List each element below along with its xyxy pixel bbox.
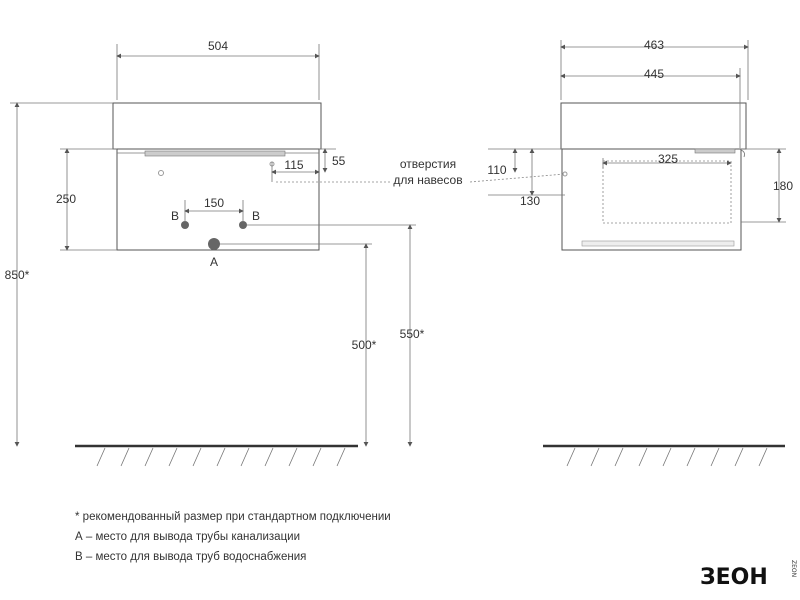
side-drawer-bottom: [581, 240, 735, 247]
note-line-2: А – место для вывода трубы канализации: [75, 531, 300, 543]
holes-note-line1: отверстия: [400, 157, 456, 171]
pipe-b-left-label: B: [171, 209, 179, 223]
side-handle: [694, 148, 736, 154]
front-cabinet: [116, 148, 320, 251]
dim-hole-bottom-130: 130: [520, 194, 540, 208]
dim-hole-offset-55: 55: [332, 154, 346, 168]
front-floor-hatch: [96, 447, 346, 467]
pipe-b-right-label: B: [252, 209, 260, 223]
dim-pipe-spacing-150: 150: [204, 196, 224, 210]
side-hole-icon: [562, 171, 568, 177]
dim-hole-top-110: 110: [487, 163, 506, 177]
dim-drawer-height-180: 180: [773, 179, 793, 193]
dim-supply-height-550: 550*: [400, 327, 425, 341]
dim-depth-463: 463: [644, 38, 664, 52]
pipe-b-right-icon: [239, 221, 247, 229]
dim-width-504: 504: [208, 39, 228, 53]
side-handle-hook-icon: [740, 149, 745, 158]
notes: * рекомендованный размер при стандартном…: [75, 511, 391, 563]
zeon-logo: ЗЕОН ZEON: [700, 560, 797, 590]
dim-height-250: 250: [56, 192, 76, 206]
note-line-3: В – место для вывода труб водоснабжения: [75, 551, 306, 563]
logo-text: ЗЕОН: [700, 565, 768, 590]
front-countertop: [112, 102, 322, 150]
dim-depth-445: 445: [644, 67, 664, 81]
note-line-1: * рекомендованный размер при стандартном…: [75, 511, 391, 523]
dim-pipe-height-500: 500*: [352, 338, 377, 352]
dim-hole-offset-115: 115: [284, 158, 303, 172]
side-cabinet: [561, 148, 742, 251]
dim-inner-depth-325: 325: [658, 152, 678, 166]
logo-sub: ZEON: [790, 560, 797, 577]
pipe-b-left-icon: [181, 221, 189, 229]
front-handle: [144, 150, 286, 157]
dim-total-height-850: 850*: [5, 268, 30, 282]
side-countertop: [560, 102, 747, 150]
holes-note-line2: для навесов: [393, 173, 462, 187]
side-floor-hatch: [566, 447, 768, 467]
front-small-hole: [158, 170, 164, 176]
front-view: 504 250 850* B B 150 A 500* 550* 115: [5, 39, 463, 467]
pipe-a-icon: [208, 238, 220, 250]
side-view: 463 445 325 180 110 130: [469, 38, 793, 467]
side-drawer-inner: [602, 160, 732, 224]
pipe-a-label: A: [210, 255, 218, 269]
holes-leader-side: [469, 173, 566, 183]
